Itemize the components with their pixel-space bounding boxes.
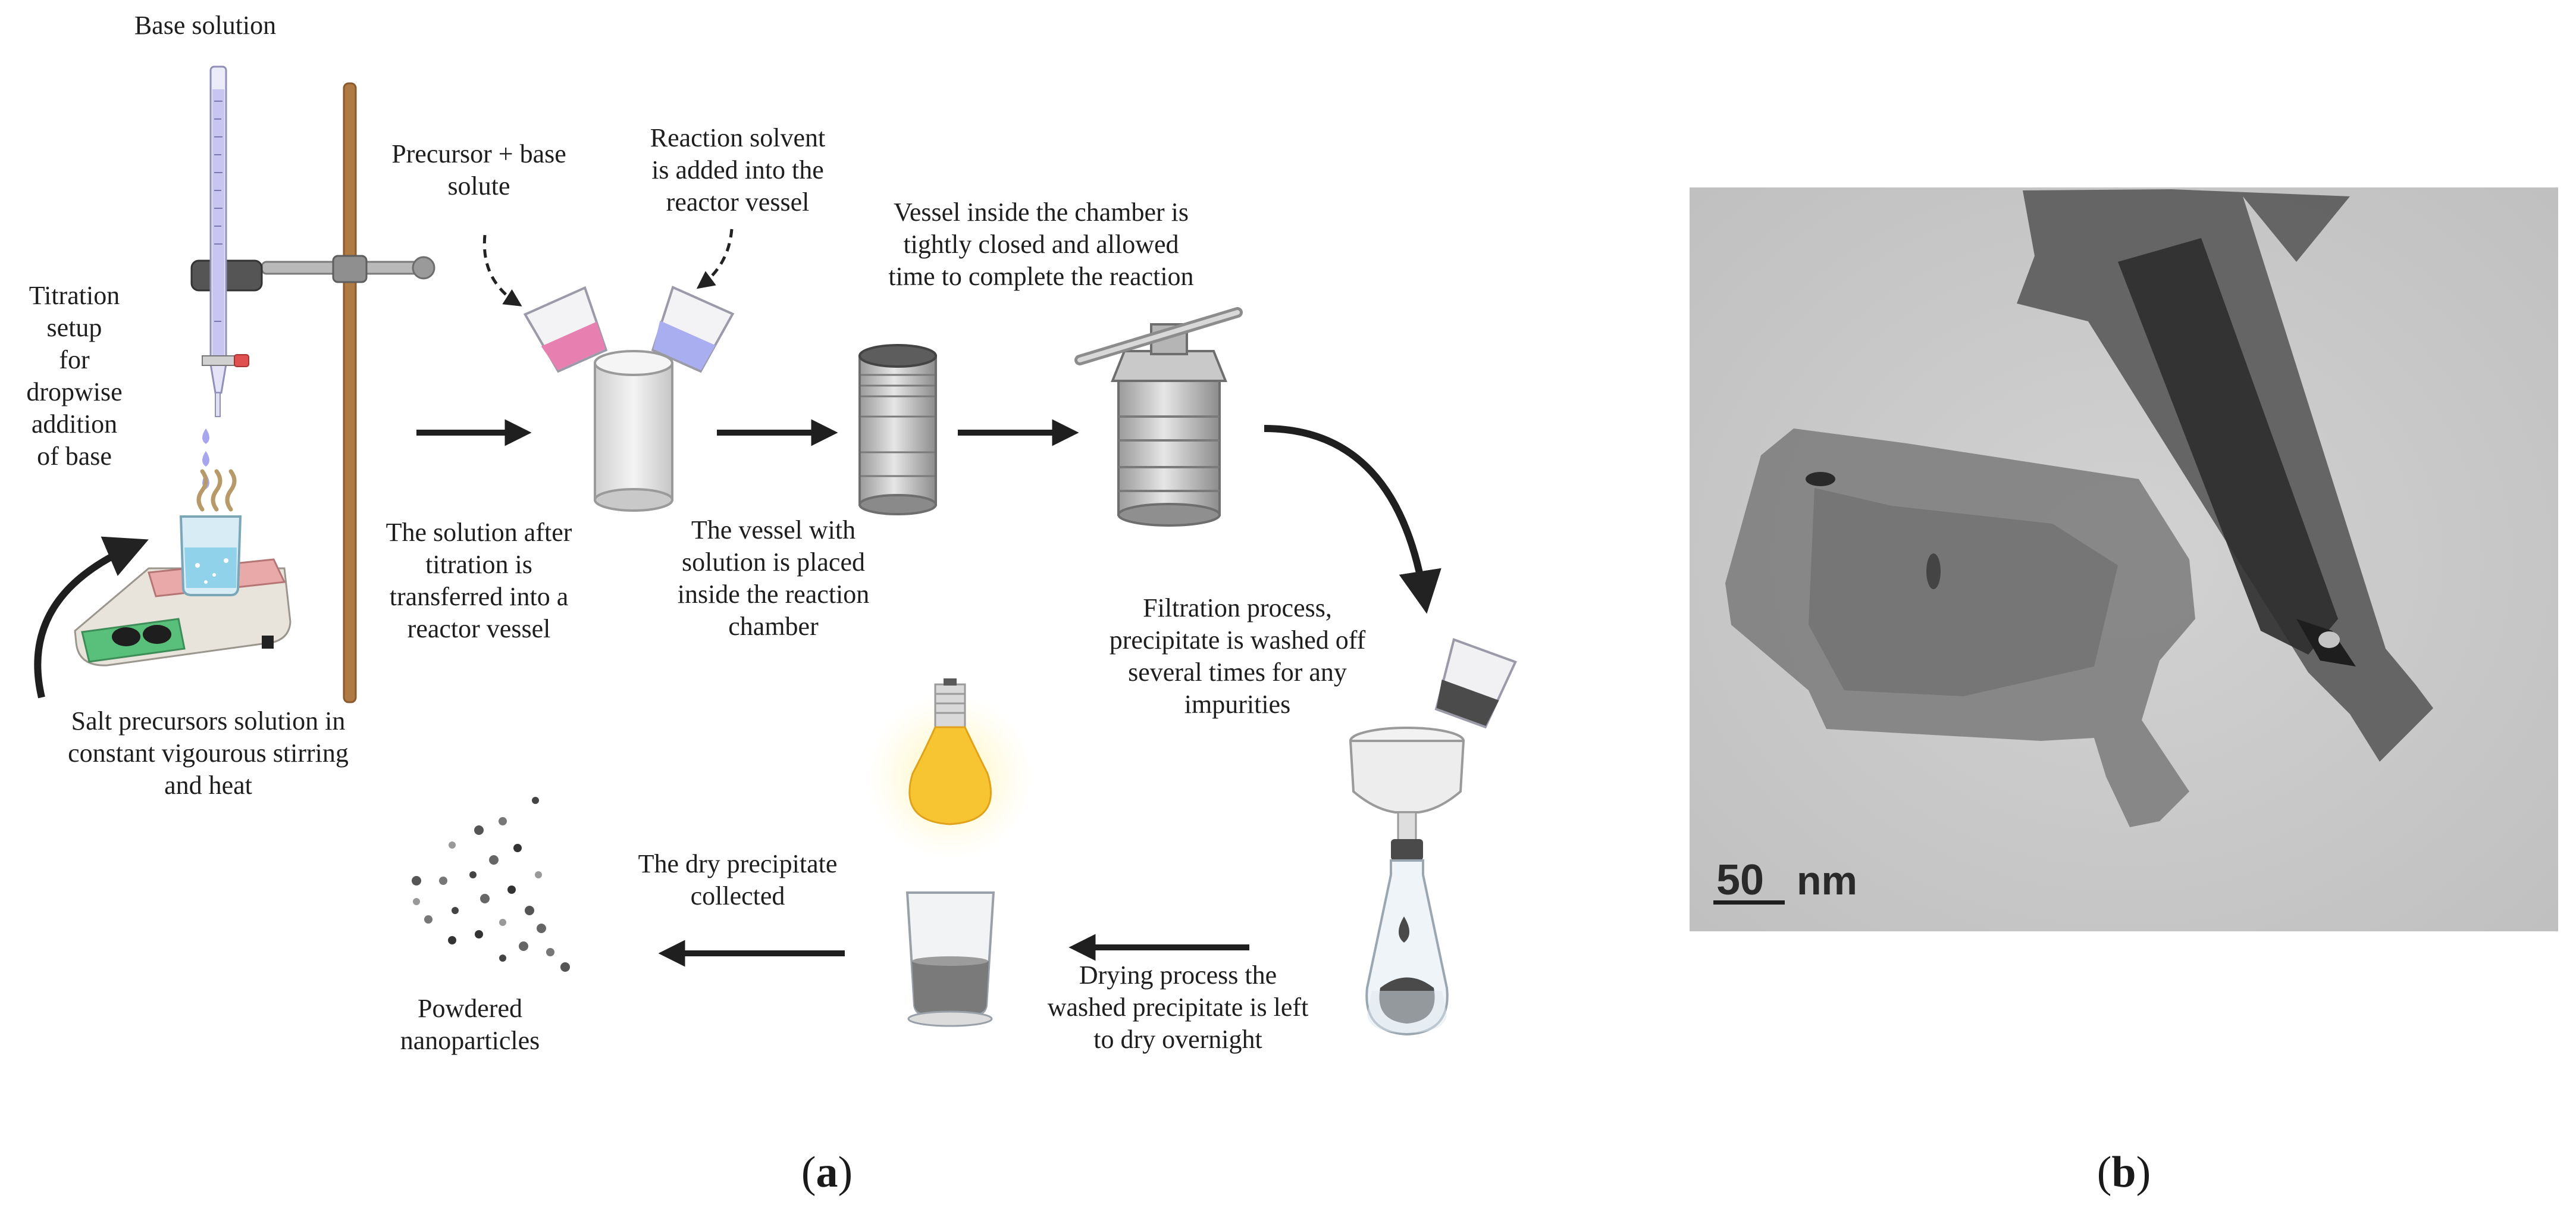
precipitate-beaker-icon	[905, 891, 995, 1027]
caption-panel-a: (a)	[761, 1149, 892, 1196]
label-transferred: The solution after titration is transfer…	[386, 518, 572, 643]
nanoparticle-dot	[499, 919, 506, 926]
caption-b-close: )	[2136, 1148, 2151, 1197]
label-salt-precursors: Salt precursors solution in constant vig…	[68, 706, 349, 800]
caption-a-letter: a	[816, 1148, 838, 1197]
caption-b-letter: b	[2111, 1148, 2136, 1197]
nanoparticle-dot	[537, 924, 546, 933]
dashed-arrow-solvent	[696, 229, 734, 289]
nanoparticle-dot	[439, 877, 447, 885]
label-powdered: Powdered nanoparticles	[400, 994, 540, 1055]
label-filtration: Filtration process, precipitate is washe…	[1109, 593, 1366, 719]
nanoparticle-dot	[535, 871, 542, 878]
label-drying: Drying process the washed precipitate is…	[1047, 960, 1309, 1054]
nanoparticle-dot	[475, 930, 483, 938]
nanoparticle-dot	[448, 936, 456, 944]
nanoparticle-dot	[546, 948, 554, 956]
nanoparticle-dot	[412, 876, 421, 886]
funnel-flask-icon	[1349, 727, 1465, 1036]
caption-b-open: (	[2096, 1148, 2112, 1197]
caption-a-open: (	[801, 1148, 816, 1197]
label-reaction-solvent: Reaction solvent is added into the react…	[650, 123, 826, 217]
caption-panel-b: (b)	[2058, 1149, 2189, 1196]
nanoparticle-dot	[449, 841, 456, 849]
light-bulb-icon	[867, 678, 1033, 860]
label-vessel-closed: Vessel inside the chamber is tightly clo…	[888, 198, 1194, 291]
reactor-vessel-icon	[594, 350, 673, 512]
nanoparticle-dot	[560, 962, 570, 972]
nanoparticle-dot	[499, 817, 507, 825]
burette-icon	[202, 65, 249, 489]
scale-bar	[1713, 900, 1785, 905]
nanoparticle-dot	[513, 844, 522, 852]
beaker-icon	[179, 469, 242, 596]
nanoparticle-dot	[480, 894, 490, 903]
nanoparticle-dot	[413, 898, 420, 905]
nanoparticle-dot	[507, 886, 516, 894]
reactor-vessel-icon	[858, 344, 937, 515]
label-titration-setup: Titration setup for dropwise addition of…	[26, 281, 123, 471]
nanoparticle-dot	[519, 941, 528, 951]
arrow-curved-filtration	[1264, 425, 1441, 614]
scale-bar-value: 50	[1716, 856, 1764, 904]
nanoparticle-dot	[452, 907, 459, 914]
nanoparticle-dot	[474, 825, 484, 835]
pouring-beaker-icon	[523, 286, 608, 373]
pouring-beaker-icon	[1434, 638, 1517, 729]
nanoparticles-icon	[412, 797, 570, 972]
nanoparticle-dot	[424, 915, 433, 924]
nanoparticle-dot	[469, 871, 477, 878]
pouring-beaker-icon	[651, 286, 735, 373]
autoclave-icon	[1074, 307, 1243, 527]
label-base-solution: Base solution	[134, 11, 277, 40]
label-precursor-base: Precursor + base solute	[391, 139, 566, 201]
nanoparticle-dot	[489, 855, 499, 865]
label-dry-collected: The dry precipitate collected	[638, 849, 838, 910]
dashed-arrow-precursor	[482, 234, 522, 306]
label-vessel-placed: The vessel with solution is placed insid…	[677, 515, 870, 641]
nanoparticle-dot	[499, 955, 506, 962]
caption-a-close: )	[838, 1148, 853, 1197]
retort-stand-icon	[190, 82, 435, 703]
nanoparticle-dot	[532, 797, 539, 804]
nanoparticle-dot	[525, 906, 534, 915]
tem-micrograph: 50 nm	[1690, 187, 2558, 931]
stirring-arrow	[34, 536, 149, 699]
scale-bar-unit: nm	[1797, 858, 1857, 903]
